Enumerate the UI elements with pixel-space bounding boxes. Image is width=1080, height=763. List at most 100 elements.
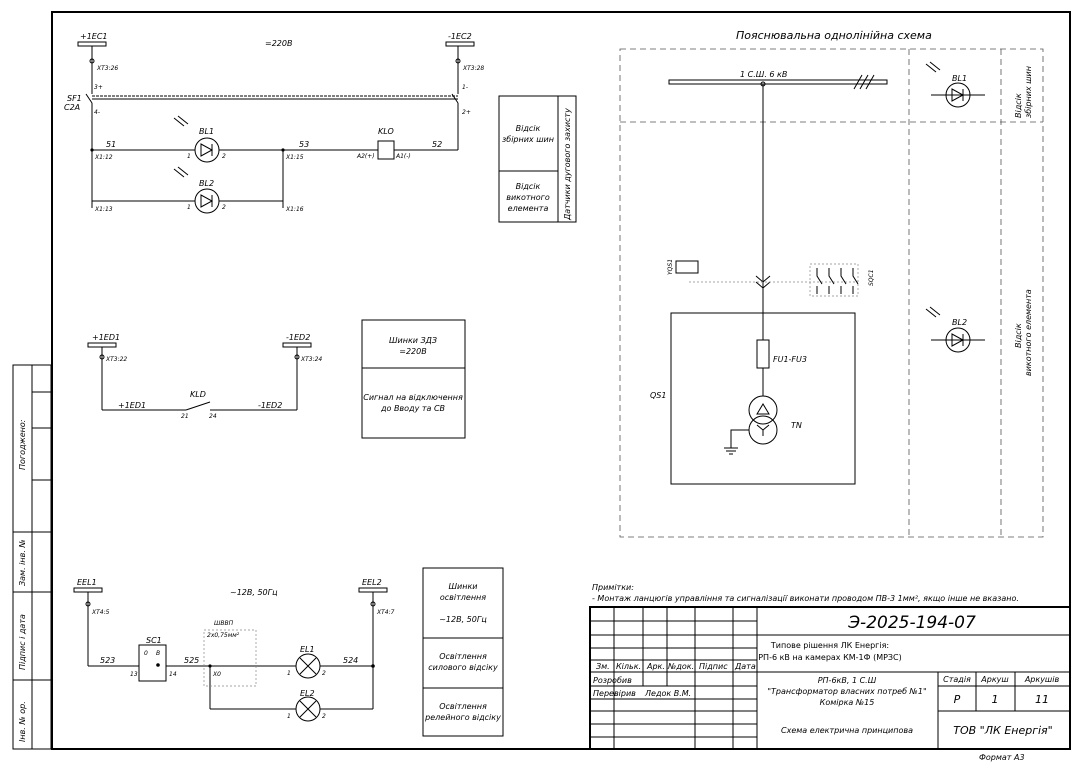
pin-2: 2+ <box>462 109 471 116</box>
svg-text:Освітлення: Освітлення <box>439 702 487 711</box>
svg-text:=220В: =220В <box>399 347 426 356</box>
doc-number: Э-2025-194-07 <box>847 613 976 633</box>
breaker-contact <box>85 93 93 104</box>
svg-text:13: 13 <box>130 671 138 678</box>
busbar <box>668 79 888 85</box>
svg-text:FU1-FU3: FU1-FU3 <box>773 355 807 364</box>
ed-plus-bus: +1ED1 <box>92 333 120 342</box>
dc-circuit: +1EC1 -1EC2 =220В XT3:26 XT3:28 SF1 C2A … <box>64 32 484 214</box>
svg-text:B: B <box>156 650 160 657</box>
minus-bus-bar <box>445 41 475 47</box>
svg-text:Розробив: Розробив <box>593 676 632 685</box>
plus-bus-label: +1EC1 <box>80 32 108 41</box>
drawing-title: Схема електрична принципова <box>781 726 913 735</box>
svg-text:2x0,75мм²: 2x0,75мм² <box>207 632 240 639</box>
svg-text:- Монтаж ланцюгів управління т: - Монтаж ланцюгів управління та сигналіз… <box>592 594 1019 603</box>
svg-text:Ледок В.М.: Ледок В.М. <box>644 689 691 698</box>
svg-text:викотного елемента: викотного елемента <box>1024 289 1033 376</box>
svg-text:525: 525 <box>184 656 199 665</box>
x1-16: X1:16 <box>285 206 304 213</box>
svg-text:освітлення: освітлення <box>440 593 486 602</box>
wire-51: 51 <box>106 140 116 149</box>
dc-voltage: =220В <box>265 39 292 48</box>
kld-contact <box>185 401 211 411</box>
approved-label: Погоджено: <box>18 419 27 470</box>
light-table: Шинки освітлення ~12В, 50Гц Освітлення с… <box>422 567 504 737</box>
svg-text:релейного відсіку: релейного відсіку <box>424 713 501 722</box>
svg-text:14: 14 <box>169 671 177 678</box>
light-circuit: EEL1 EEL2 ~12В, 50Гц XT4:5 XT4:7 523 SC1… <box>73 578 395 722</box>
x1-15: X1:15 <box>285 154 304 161</box>
svg-text:~12В, 50Гц: ~12В, 50Гц <box>439 615 487 624</box>
svg-text:2: 2 <box>222 204 226 211</box>
svg-text:XT4:5: XT4:5 <box>91 609 110 616</box>
svg-text:SQC1: SQC1 <box>868 269 875 286</box>
svg-text:2: 2 <box>322 713 326 720</box>
sc1-switch <box>138 644 167 682</box>
replaced-inv-label: Зам. інв. № <box>18 539 27 586</box>
ed-minus-bus: -1ED2 <box>286 333 310 342</box>
svg-text:XT3:22: XT3:22 <box>105 356 127 363</box>
klo-label: KLO <box>378 127 394 136</box>
svg-text:SC1: SC1 <box>146 636 162 645</box>
ed-circuit: +1ED1 -1ED2 XT3:22 XT3:24 KLD +1ED1 -1ED… <box>87 333 322 420</box>
x1-12: X1:12 <box>94 154 113 161</box>
inv-orig-label: Інв. № ор. <box>18 701 27 742</box>
svg-text:Відсік: Відсік <box>1014 323 1023 348</box>
svg-text:21: 21 <box>181 413 189 420</box>
bl2-label: BL2 <box>199 179 214 188</box>
svg-text:EEL1: EEL1 <box>77 578 97 587</box>
svg-text:523: 523 <box>100 656 115 665</box>
svg-text:1 С.Ш. 6 кВ: 1 С.Ш. 6 кВ <box>740 70 787 79</box>
svg-text:Арк.: Арк. <box>646 662 665 671</box>
svg-text:Типове рішення ЛК Енергія:: Типове рішення ЛК Енергія: <box>770 641 889 650</box>
single-line-title: Пояснювальна однолінійна схема <box>736 29 932 42</box>
svg-text:ШВВП: ШВВП <box>214 620 234 627</box>
svg-text:Кільк.: Кільк. <box>616 662 641 671</box>
svg-text:YQS1: YQS1 <box>667 259 674 275</box>
a1-terminal: A1(-) <box>395 153 411 160</box>
a2-terminal: A2(+) <box>356 153 375 160</box>
light-voltage: ~12В, 50Гц <box>230 588 278 597</box>
svg-text:РП-6кВ, 1 С.Ш: РП-6кВ, 1 С.Ш <box>818 676 877 685</box>
single-line-diagram: Пояснювальна однолінійна схема 1 С.Ш. 6 … <box>619 29 1044 538</box>
ground-icon <box>724 429 749 455</box>
svg-text:№док.: №док. <box>667 662 694 671</box>
svg-text:Дата: Дата <box>734 662 756 671</box>
pin-3: 3+ <box>94 84 103 91</box>
svg-text:Зм.: Зм. <box>596 662 610 671</box>
svg-text:Відсік: Відсік <box>1014 93 1023 118</box>
svg-text:Р: Р <box>954 693 961 706</box>
svg-text:TN: TN <box>791 421 802 430</box>
svg-text:X0: X0 <box>212 671 221 678</box>
sensor-row2-c: елемента <box>508 204 549 213</box>
svg-text:Підпис: Підпис <box>699 662 728 671</box>
svg-text:РП-6 кВ на камерах КМ-1Ф (МРЗС: РП-6 кВ на камерах КМ-1Ф (МРЗС) <box>758 653 902 662</box>
wire-52: 52 <box>432 140 442 149</box>
sensor-row1-b: збірних шин <box>502 135 554 144</box>
title-block: Э-2025-194-07 Типове рішення ЛК Енергія:… <box>589 606 1071 762</box>
bl1-label: BL1 <box>199 127 214 136</box>
svg-text:1: 1 <box>287 670 291 677</box>
cable-box <box>203 629 257 687</box>
xt-plus: XT3:26 <box>96 65 118 72</box>
notes: Примітки: - Монтаж ланцюгів управління т… <box>592 583 1019 603</box>
side-stamp: Погоджено: Зам. інв. № Підпис і дата Інв… <box>12 364 52 750</box>
xt-minus: XT3:28 <box>462 65 484 72</box>
svg-text:Комірка №15: Комірка №15 <box>820 698 875 707</box>
svg-text:524: 524 <box>343 656 358 665</box>
svg-text:Примітки:: Примітки: <box>592 583 634 592</box>
sensor-table: Датчики дугового захисту Відсік збірних … <box>498 95 577 223</box>
svg-text:1: 1 <box>187 153 191 160</box>
svg-text:Шинки ЗДЗ: Шинки ЗДЗ <box>389 336 437 345</box>
svg-text:EL1: EL1 <box>300 645 315 654</box>
pin-1: 1- <box>462 84 468 91</box>
svg-text:1: 1 <box>287 713 291 720</box>
svg-text:Перевірив: Перевірив <box>593 689 636 698</box>
breaker-name: SF1 <box>67 94 82 103</box>
svg-text:QS1: QS1 <box>650 391 666 400</box>
format-label: Формат А3 <box>979 753 1025 762</box>
svg-text:2: 2 <box>322 670 326 677</box>
breaker-rating: C2A <box>64 103 80 112</box>
minus-bus-label: -1EC2 <box>448 32 472 41</box>
